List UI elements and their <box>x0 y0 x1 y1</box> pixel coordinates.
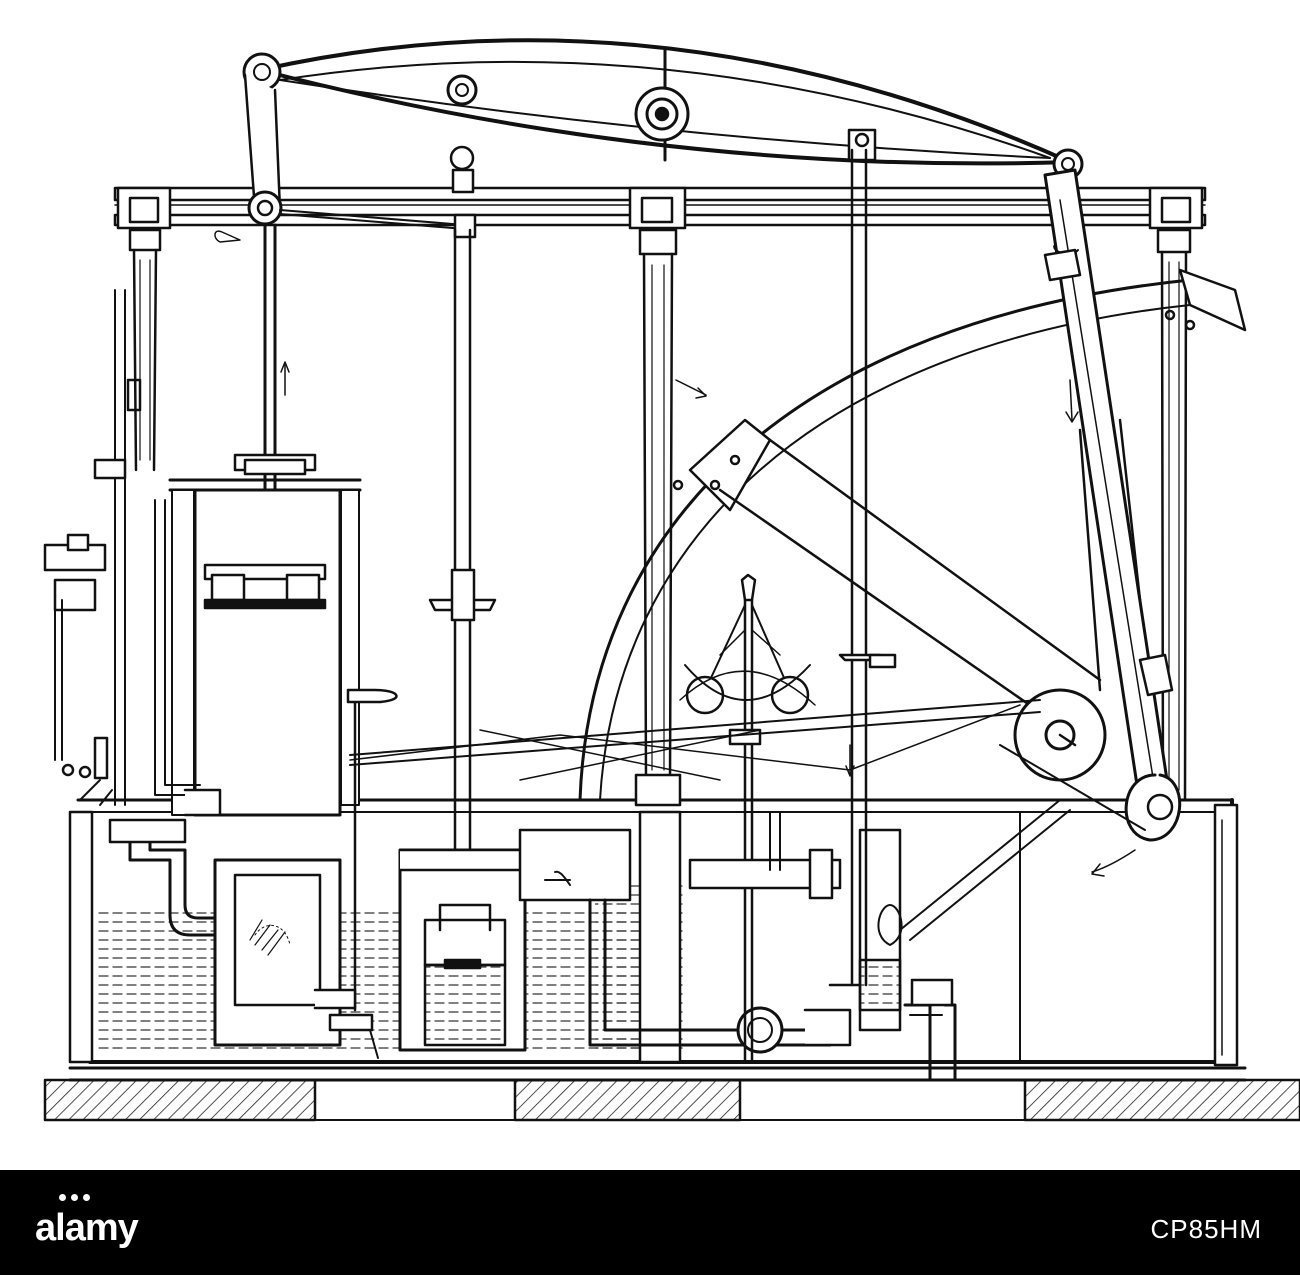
parallel-motion <box>214 73 477 243</box>
entablature <box>113 186 1207 230</box>
eduction-pipe <box>108 788 237 937</box>
flywheel <box>578 268 1247 802</box>
connecting-rod <box>999 168 1182 877</box>
steam-cylinder <box>114 223 362 817</box>
stock-image-id: CP85HM <box>1150 1214 1262 1244</box>
feed-pipe <box>688 799 1071 941</box>
columns <box>128 228 1192 1064</box>
air-pump <box>398 228 632 1052</box>
valve-gear <box>43 458 127 806</box>
foundation <box>43 1066 1300 1122</box>
condenser <box>213 688 398 1059</box>
eccentric-rods <box>349 699 1041 781</box>
centrifugal-governor <box>679 573 816 1062</box>
stock-logo: alamy <box>35 1207 139 1249</box>
tie-rods <box>769 811 1021 1061</box>
working-beam <box>242 38 1084 180</box>
engine-engraving <box>43 38 1300 1122</box>
stock-watermark-bar: alamy CP85HM <box>0 1170 1300 1275</box>
